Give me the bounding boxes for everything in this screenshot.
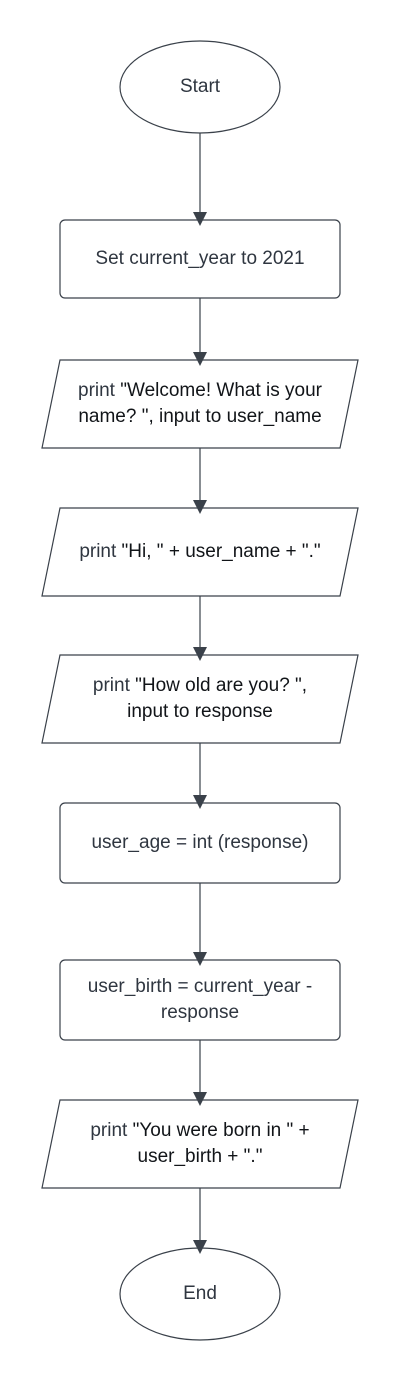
start-text: Start xyxy=(179,76,221,97)
ask-age-line-1-text: "How old are you? ", xyxy=(129,675,308,696)
ask-age-line-2: input to response xyxy=(127,701,273,722)
print-birth-line-1: print "You were born in " + xyxy=(90,1118,309,1144)
convert-age-text: user_age = int (response) xyxy=(91,832,309,853)
convert-age-label: user_age = int (response) xyxy=(60,803,340,883)
ask-name-line-1-text: "Welcome! What is your xyxy=(114,380,322,401)
greet-label: print "Hi, " + user_name + "." xyxy=(44,508,356,596)
ask-age-io-shape xyxy=(41,654,359,744)
ask-name-print-keyword: print xyxy=(78,380,115,401)
compute-birth-label: user_birth = current_year - response xyxy=(60,960,340,1040)
compute-birth-line-1: user_birth = current_year - xyxy=(87,976,313,997)
print-birth-label: print "You were born in " + user_birth +… xyxy=(44,1100,356,1188)
end-text: End xyxy=(183,1283,217,1304)
compute-birth-line-2: response xyxy=(160,1002,240,1023)
ask-age-label: print "How old are you? ", input to resp… xyxy=(44,655,356,743)
greet-line-1: print "Hi, " + user_name + "." xyxy=(79,539,320,565)
ask-name-line-1: print "Welcome! What is your xyxy=(78,378,322,404)
ask-name-line-2: name? ", input to user_name xyxy=(78,406,322,427)
set-year-label: Set current_year to 2021 xyxy=(60,220,340,298)
ask-age-print-keyword: print xyxy=(92,675,130,696)
print-birth-io-shape xyxy=(41,1099,359,1189)
print-birth-line-1-text: "You were born in " + xyxy=(127,1120,310,1141)
print-birth-line-2: user_birth + "." xyxy=(137,1146,263,1167)
set-year-text: Set current_year to 2021 xyxy=(95,248,305,269)
end-label: End xyxy=(120,1248,280,1340)
greet-io-shape xyxy=(41,507,359,597)
greet-line-1-text: "Hi, " + user_name + "." xyxy=(116,541,321,562)
ask-age-line-1: print "How old are you? ", xyxy=(93,673,307,699)
ask-name-label: print "Welcome! What is your name? ", in… xyxy=(44,360,356,448)
ask-name-io-shape xyxy=(41,359,359,449)
greet-print-keyword: print xyxy=(79,541,117,562)
start-label: Start xyxy=(120,41,280,133)
print-birth-print-keyword: print xyxy=(90,1120,128,1141)
